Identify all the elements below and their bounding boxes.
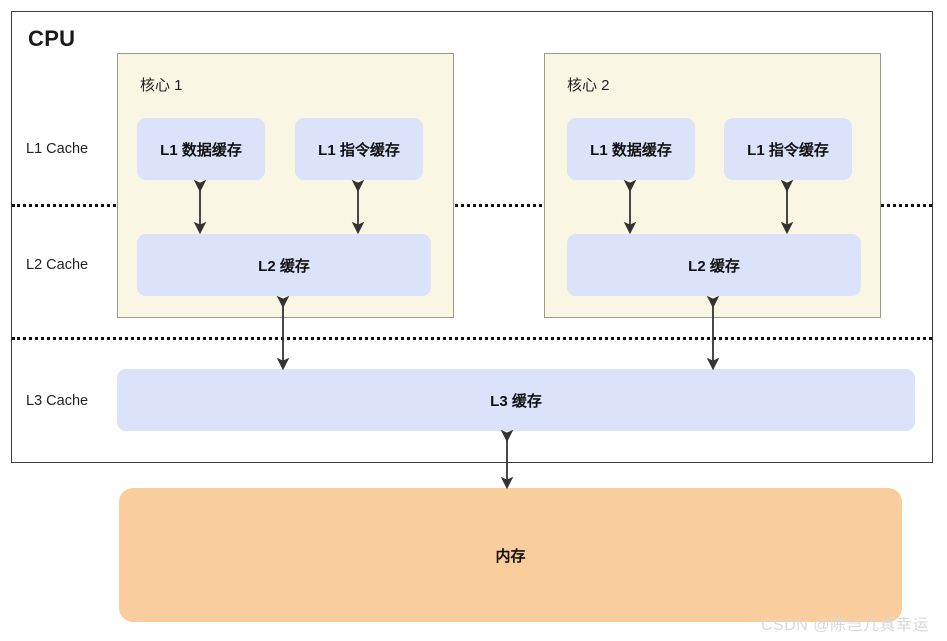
watermark-text: CSDN @陈岂几真幸运 — [760, 617, 929, 634]
row-label-l2: L2 Cache — [26, 257, 89, 273]
core-2-l1-instruction-cache: L1 指令缓存 — [724, 118, 852, 180]
core-2-l1-data-cache: L1 数据缓存 — [567, 118, 695, 180]
row-label-l3: L3 Cache — [26, 393, 89, 409]
core-2-l2-cache: L2 缓存 — [567, 234, 861, 296]
row-label-l1: L1 Cache — [26, 141, 89, 157]
cpu-frame — [11, 11, 933, 463]
divider-l1-l2 — [12, 204, 932, 207]
memory-block: 内存 — [119, 488, 902, 622]
divider-l2-l3 — [12, 337, 932, 340]
core-1-l2-cache: L2 缓存 — [137, 234, 431, 296]
core-1-l1-data-cache: L1 数据缓存 — [137, 118, 265, 180]
cpu-title: CPU — [28, 26, 76, 51]
core-1-title: 核心 1 — [140, 77, 183, 94]
core-1-l1-instruction-cache: L1 指令缓存 — [295, 118, 423, 180]
core-2-title: 核心 2 — [567, 77, 610, 94]
l3-cache-block: L3 缓存 — [117, 369, 915, 431]
